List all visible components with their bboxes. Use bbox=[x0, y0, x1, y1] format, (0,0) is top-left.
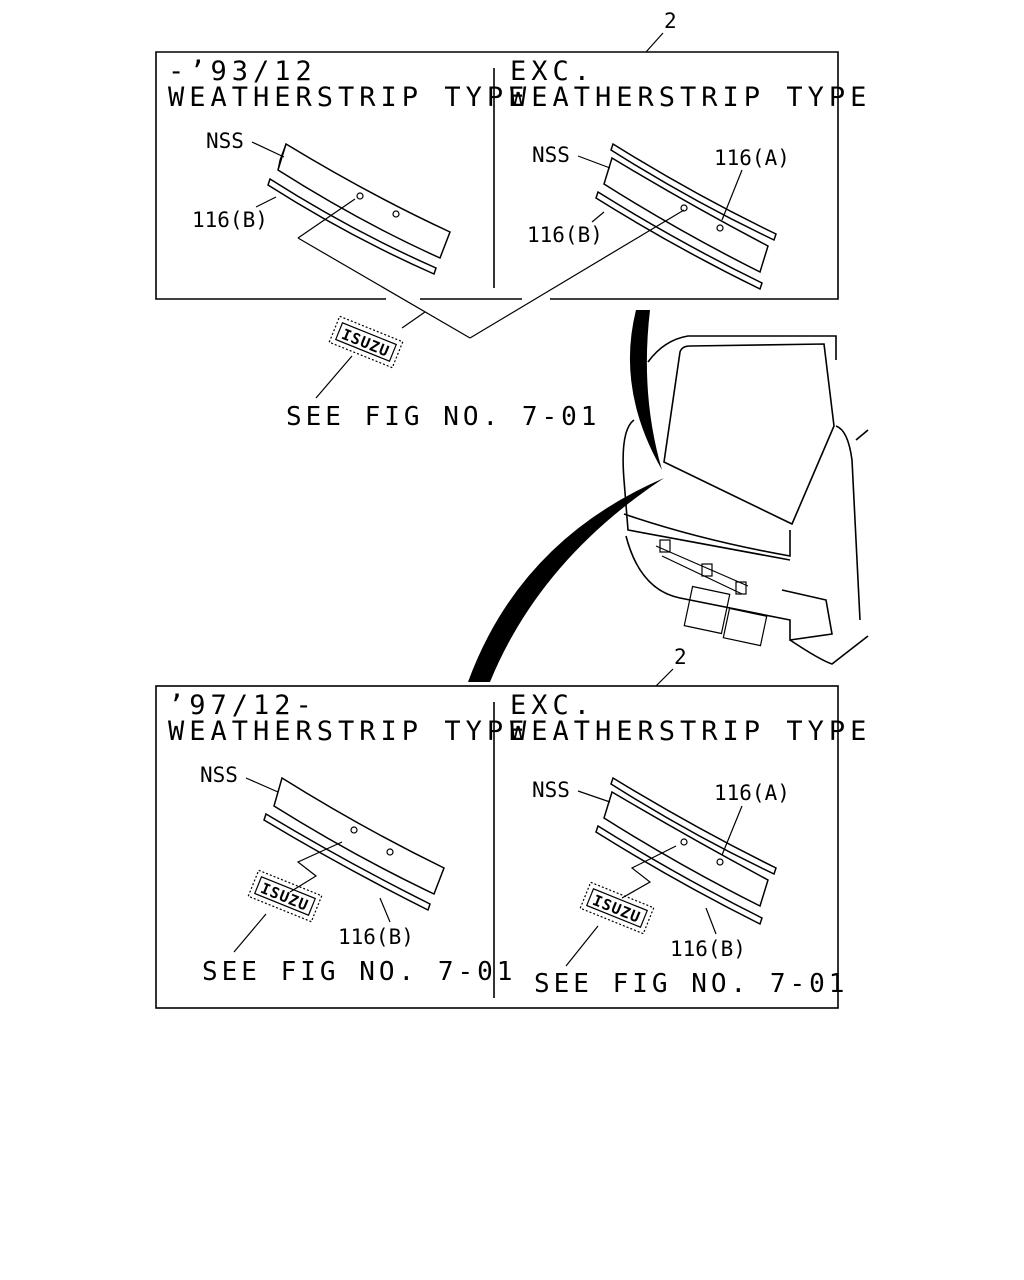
middle-emblem-group: ISUZU SEE FIG NO. 7-01 bbox=[286, 198, 685, 432]
garnish-hole bbox=[716, 858, 724, 866]
top-right-nss-label: NSS bbox=[532, 143, 570, 167]
isuzu-emblem: ISUZU bbox=[579, 881, 655, 935]
vehicle-side bbox=[835, 425, 861, 621]
leader-left-emblem bbox=[297, 198, 356, 239]
weatherstrip-116a bbox=[610, 776, 777, 876]
top-right-116a-label: 116(A) bbox=[714, 146, 790, 170]
bottom-right-116a-label: 116(A) bbox=[714, 781, 790, 805]
116b-leader bbox=[705, 907, 717, 935]
isuzu-emblem: ISUZU bbox=[328, 315, 404, 369]
emblem-leader bbox=[621, 845, 677, 899]
garnish-panel bbox=[273, 776, 445, 896]
weatherstrip-116a bbox=[610, 142, 777, 242]
weatherstrip-116b bbox=[267, 177, 437, 276]
top-frame-border bbox=[155, 51, 839, 300]
emblem-text: ISUZU bbox=[339, 325, 392, 360]
emblem-inner bbox=[253, 876, 317, 916]
nss-leader bbox=[577, 155, 611, 169]
see-ref-leader bbox=[565, 925, 599, 967]
emblem-leader bbox=[289, 841, 343, 893]
leader-left-emblem bbox=[297, 237, 471, 339]
garnish-panel bbox=[603, 790, 769, 908]
latch bbox=[701, 563, 713, 577]
weatherstrip-116b bbox=[263, 812, 431, 912]
top-right-116b-label: 116(B) bbox=[527, 223, 603, 247]
garnish-hole bbox=[716, 224, 724, 232]
rear-window bbox=[663, 343, 835, 526]
bumper-edge bbox=[789, 635, 869, 665]
nss-leader bbox=[251, 141, 285, 158]
garnish-hole bbox=[680, 838, 688, 846]
116b-leader bbox=[379, 897, 391, 923]
bottom-left-nss-label: NSS bbox=[200, 763, 238, 787]
top-right-type: WEATHERSTRIP TYPE bbox=[510, 82, 871, 113]
top-callout-leader bbox=[645, 32, 664, 53]
bottom-right-see-fig-ref[interactable]: SEE FIG NO. 7-01 bbox=[534, 969, 848, 999]
bottom-callout-leader bbox=[655, 668, 674, 687]
vehicle-roof bbox=[647, 335, 837, 363]
see-ref-leader bbox=[315, 355, 353, 399]
bottom-left-date: ’97/12- bbox=[168, 690, 317, 721]
vehicle-rear-illustration bbox=[468, 310, 869, 682]
bumper bbox=[625, 535, 833, 641]
bottom-right-nss-label: NSS bbox=[532, 778, 570, 802]
bottom-right-116b-label: 116(B) bbox=[670, 937, 746, 961]
top-left-nss-label: NSS bbox=[206, 129, 244, 153]
latch bbox=[735, 581, 747, 595]
top-right-exc: EXC. bbox=[510, 56, 595, 87]
bottom-frame: 2 ’97/12- WEATHERSTRIP TYPE NSS 116(B) I… bbox=[155, 645, 871, 1009]
garnish-end bbox=[277, 143, 287, 171]
bottom-left-garnish bbox=[245, 776, 445, 923]
top-left-type: WEATHERSTRIP TYPE bbox=[168, 82, 529, 113]
garnish-panel bbox=[277, 142, 451, 260]
bottom-left-type: WEATHERSTRIP TYPE bbox=[168, 716, 529, 747]
nss-leader bbox=[577, 790, 611, 803]
garnish-panel bbox=[603, 156, 769, 274]
curved-pointer-bottom bbox=[468, 478, 664, 682]
top-callout-number: 2 bbox=[664, 9, 677, 33]
emblem-text: ISUZU bbox=[590, 891, 643, 926]
license-plate-area bbox=[722, 607, 768, 647]
emblem-inner bbox=[585, 888, 649, 928]
top-frame: 2 -’93/12 WEATHERSTRIP TYPE NSS 116(B) E… bbox=[155, 9, 871, 300]
top-right-garnish bbox=[577, 142, 777, 291]
nss-leader bbox=[245, 777, 279, 793]
isuzu-emblem: ISUZU bbox=[247, 869, 323, 923]
bottom-right-exc: EXC. bbox=[510, 690, 595, 721]
bottom-right-type: WEATHERSTRIP TYPE bbox=[510, 716, 871, 747]
emblem-link bbox=[401, 311, 426, 329]
leader-right-emblem bbox=[469, 209, 685, 339]
116b-leader bbox=[591, 211, 605, 223]
tailgate-lower bbox=[623, 513, 791, 557]
top-left-116b-label: 116(B) bbox=[192, 208, 268, 232]
see-fig-ref[interactable]: SEE FIG NO. 7-01 bbox=[286, 402, 600, 432]
vehicle-pillar bbox=[855, 429, 869, 441]
garnish-hole bbox=[386, 848, 394, 856]
tailgate-outline bbox=[622, 419, 791, 561]
116a-leader bbox=[721, 805, 743, 856]
latch bbox=[659, 539, 671, 553]
weatherstrip-116b bbox=[595, 190, 763, 291]
see-ref-leader bbox=[233, 913, 267, 953]
bottom-frame-border bbox=[155, 685, 839, 1009]
bottom-left-116b-label: 116(B) bbox=[338, 925, 414, 949]
emblem-inner bbox=[334, 322, 398, 362]
curved-pointer-top bbox=[629, 310, 662, 470]
116a-leader bbox=[721, 169, 743, 221]
license-plate-area bbox=[683, 585, 731, 635]
116b-leader bbox=[255, 196, 277, 208]
top-left-garnish bbox=[251, 141, 451, 276]
garnish-hole bbox=[350, 826, 358, 834]
garnish-hole bbox=[356, 192, 364, 200]
bottom-right-garnish bbox=[577, 776, 777, 935]
garnish-hole bbox=[392, 210, 400, 218]
bottom-callout-number: 2 bbox=[674, 645, 687, 669]
bottom-left-see-fig-ref[interactable]: SEE FIG NO. 7-01 bbox=[202, 957, 516, 987]
top-left-date: -’93/12 bbox=[168, 56, 317, 87]
garnish-hole bbox=[680, 204, 688, 212]
